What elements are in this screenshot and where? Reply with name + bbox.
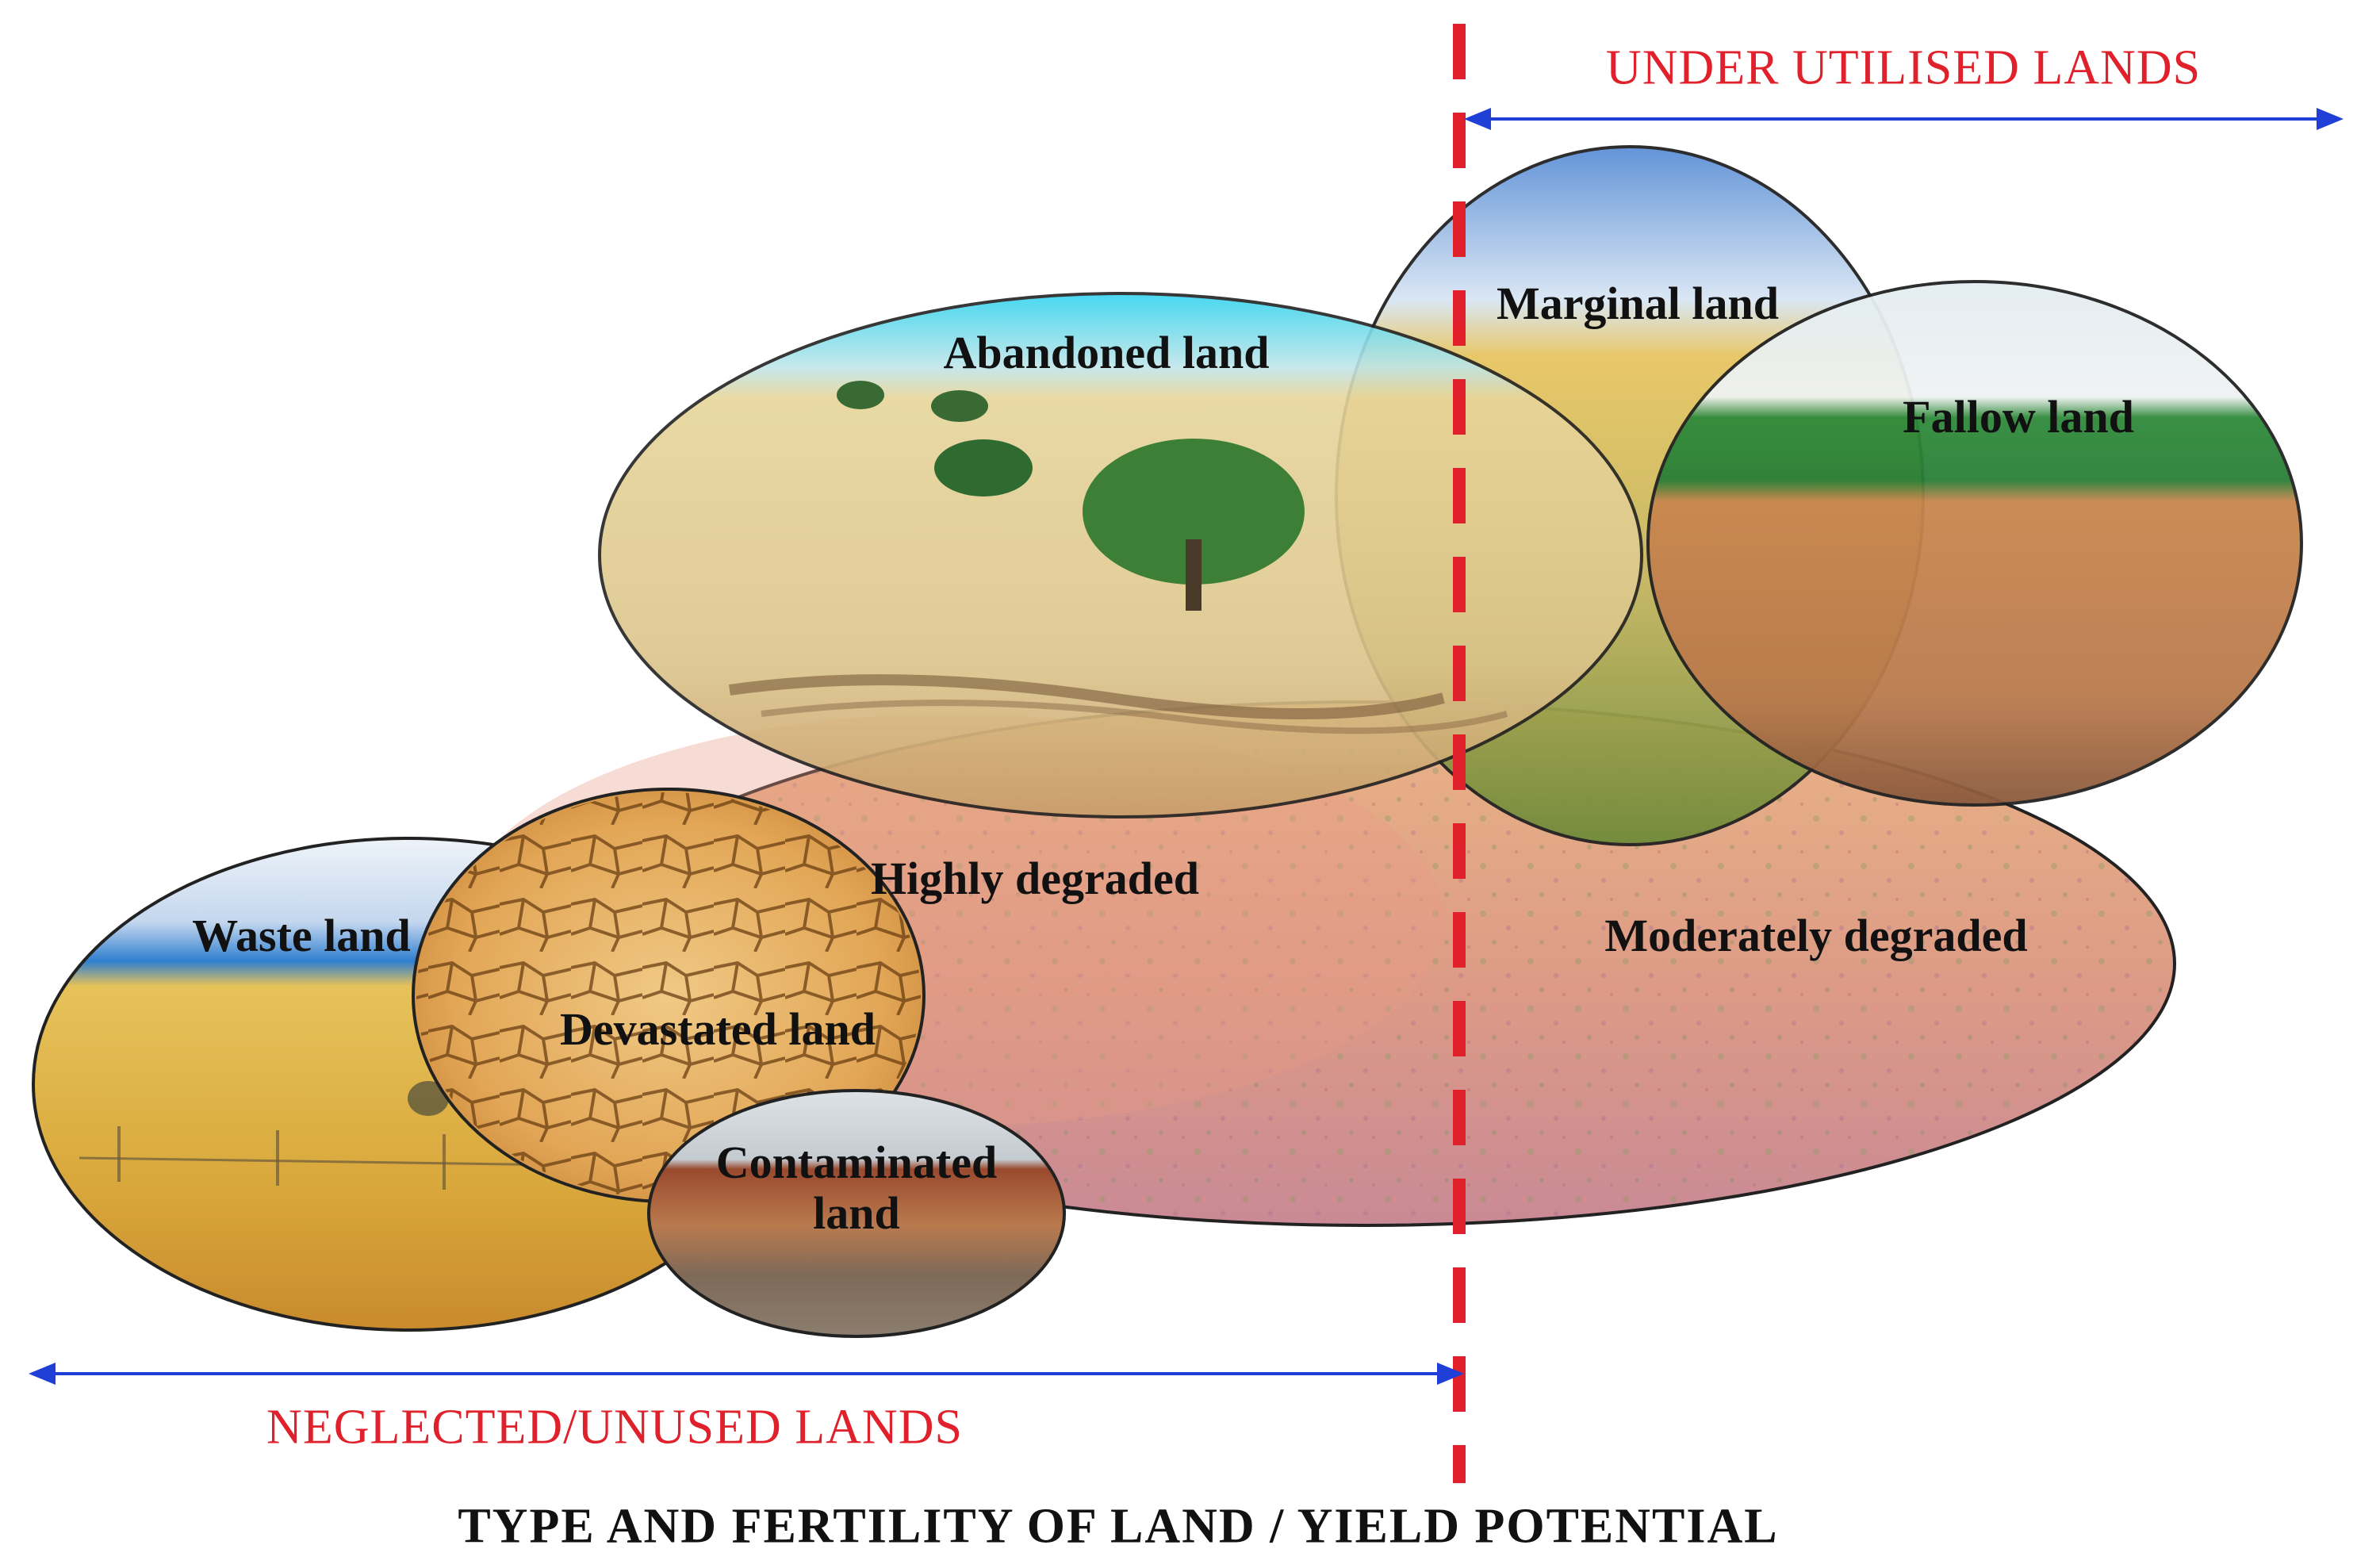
moderately-degraded-label: Moderately degraded xyxy=(1604,910,2028,962)
abandoned-land-scenery xyxy=(729,381,1508,734)
contaminated-land-label: Contaminated land xyxy=(715,1137,998,1239)
under-utilised-label: UNDER UTILISED LANDS xyxy=(1605,40,2202,95)
axis-title: TYPE AND FERTILITY OF LAND / YIELD POTEN… xyxy=(458,1499,1779,1554)
waste-land-label: Waste land xyxy=(192,910,411,962)
moderately-degraded-texture xyxy=(555,703,2173,1224)
marginal-land-label: Marginal land xyxy=(1496,278,1780,330)
fallow-land-ellipse xyxy=(1646,280,2303,807)
under-utilised-arrow xyxy=(1464,108,2344,130)
highly-degraded-label: Highly degraded xyxy=(870,853,1200,905)
fallow-land-label: Fallow land xyxy=(1903,391,2134,443)
contaminated-land-ellipse xyxy=(647,1089,1066,1338)
devastated-land-label: Devastated land xyxy=(560,1003,876,1056)
abandoned-land-label: Abandoned land xyxy=(943,327,1270,379)
neglected-unused-label: NEGLECTED/UNUSED LANDS xyxy=(266,1400,963,1455)
neglected-unused-arrow xyxy=(29,1363,1464,1385)
